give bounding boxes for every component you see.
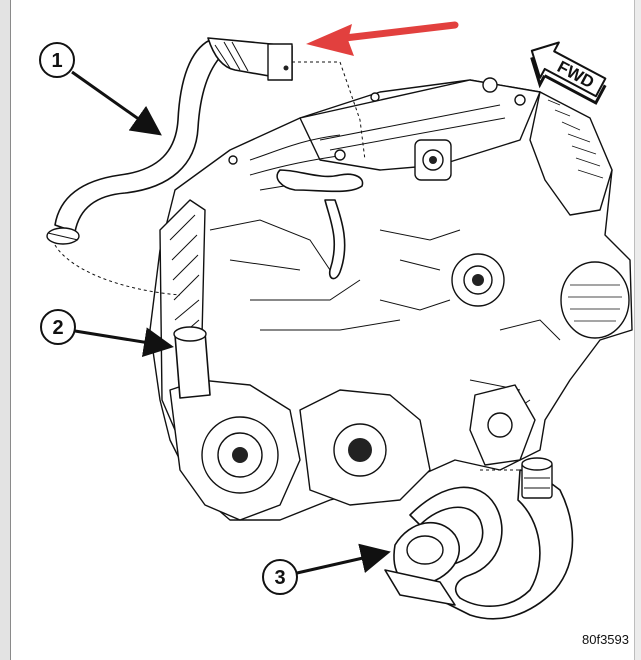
page-edge-right	[634, 0, 641, 660]
callout-1: 1	[39, 42, 162, 136]
fwd-arrow-icon: FWD	[530, 41, 607, 105]
callout-3-label: 3	[274, 567, 285, 589]
callout-2: 2	[40, 309, 174, 357]
upper-hose	[46, 37, 366, 296]
callout-3: 3	[262, 543, 391, 595]
lower-pipe-end	[173, 326, 211, 399]
callout-2-arrow	[74, 327, 174, 357]
callout-1-label: 1	[51, 50, 62, 72]
lower-hose	[384, 457, 574, 620]
highlight-arrow-icon	[306, 21, 459, 56]
page-edge-left	[0, 0, 11, 660]
figure-id: 80f3593	[582, 632, 629, 647]
callout-2-label: 2	[52, 317, 63, 339]
callout-1-arrow	[71, 70, 162, 136]
callout-3-arrow	[296, 543, 391, 575]
engine-assembly	[149, 77, 633, 521]
